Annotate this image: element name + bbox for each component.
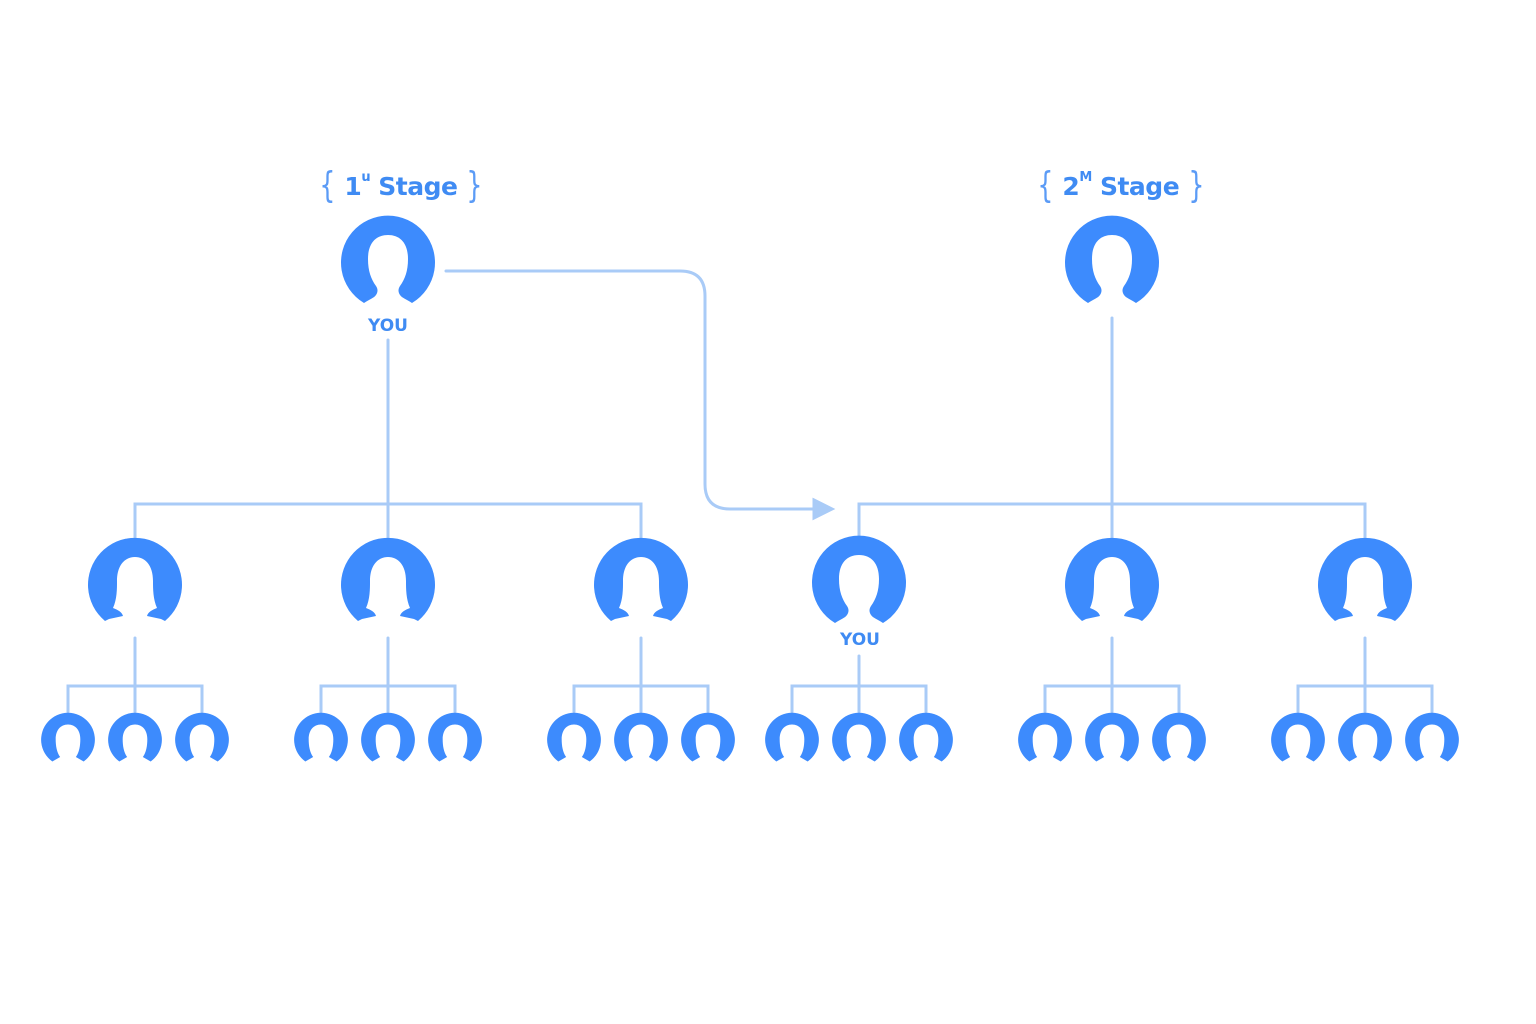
stage-word: Stage [1099,171,1180,201]
stage-1-grandchild-person-icon [108,712,162,762]
stage-1-grandchild-person-icon [614,712,668,762]
stage-1-grandchild-person-icon [547,712,601,762]
stage-2-grandchild-person-icon [1338,712,1392,762]
stage-1-grandchild-person-icon [41,712,95,762]
close-brace: } [1188,165,1205,206]
stage-2-child-you-label: YOU [840,630,880,650]
stage-2-child-1-subbus [790,684,928,714]
stage-1-title: 1u Stage [344,170,458,201]
stage-2-grandchild-person-icon [1018,712,1072,762]
stage-2-grandchild-person-icon [1152,712,1206,762]
stage-2-children-bus [857,502,1367,542]
stage-1-root-person-icon [341,215,435,303]
stage-1-child-2-subbus [319,684,457,714]
transition-arrow-line [444,269,820,511]
stage-2-child-3-female-person-icon [1318,537,1412,621]
stage-2-grandchild-person-icon [1085,712,1139,762]
stage-1-child-3-subbus [572,684,710,714]
stage-2-child-3-subbus [1296,684,1434,714]
stage-1-grandchild-person-icon [294,712,348,762]
stage-number: 2 [1062,171,1080,201]
stage-word: Stage [378,171,458,201]
stage-2-child-2-subbus [1043,684,1181,714]
stage-1-grandchild-person-icon [361,712,415,762]
stage-1-child-1-female-person-icon [88,537,182,621]
stage-2-child-1-person-icon [812,535,906,623]
stage-1-children-bus [133,502,643,542]
stage-1-child-1-subbus [66,684,204,714]
stage-1-child-3-female-person-icon [594,537,688,621]
stage-1-grandchild-person-icon [175,712,229,762]
stage-2-grandchild-person-icon [832,712,886,762]
stage-2-grandchild-person-icon [1405,712,1459,762]
stage-1-grandchild-person-icon [428,712,482,762]
open-brace: { [319,165,336,206]
stage-2-title: 2M Stage [1062,170,1180,201]
arrow-right-icon [812,497,836,521]
close-brace: } [466,165,483,206]
stage-2-child-2-female-person-icon [1065,537,1159,621]
stage-2-grandchild-person-icon [899,712,953,762]
stage-2-label: { 2M Stage } [1034,168,1208,204]
stage-2-grandchild-person-icon [765,712,819,762]
stage-2-grandchild-person-icon [1271,712,1325,762]
open-brace: { [1037,165,1054,206]
stage-suffix: M [1079,170,1092,186]
stage-2-root-person-icon [1065,215,1159,303]
stage-suffix: u [361,170,371,186]
stage-1-root-you-label: YOU [368,316,408,336]
stage-1-label: { 1u Stage } [316,168,486,204]
stage-1-grandchild-person-icon [681,712,735,762]
stage-1-child-2-female-person-icon [341,537,435,621]
stage-number: 1 [344,171,362,201]
